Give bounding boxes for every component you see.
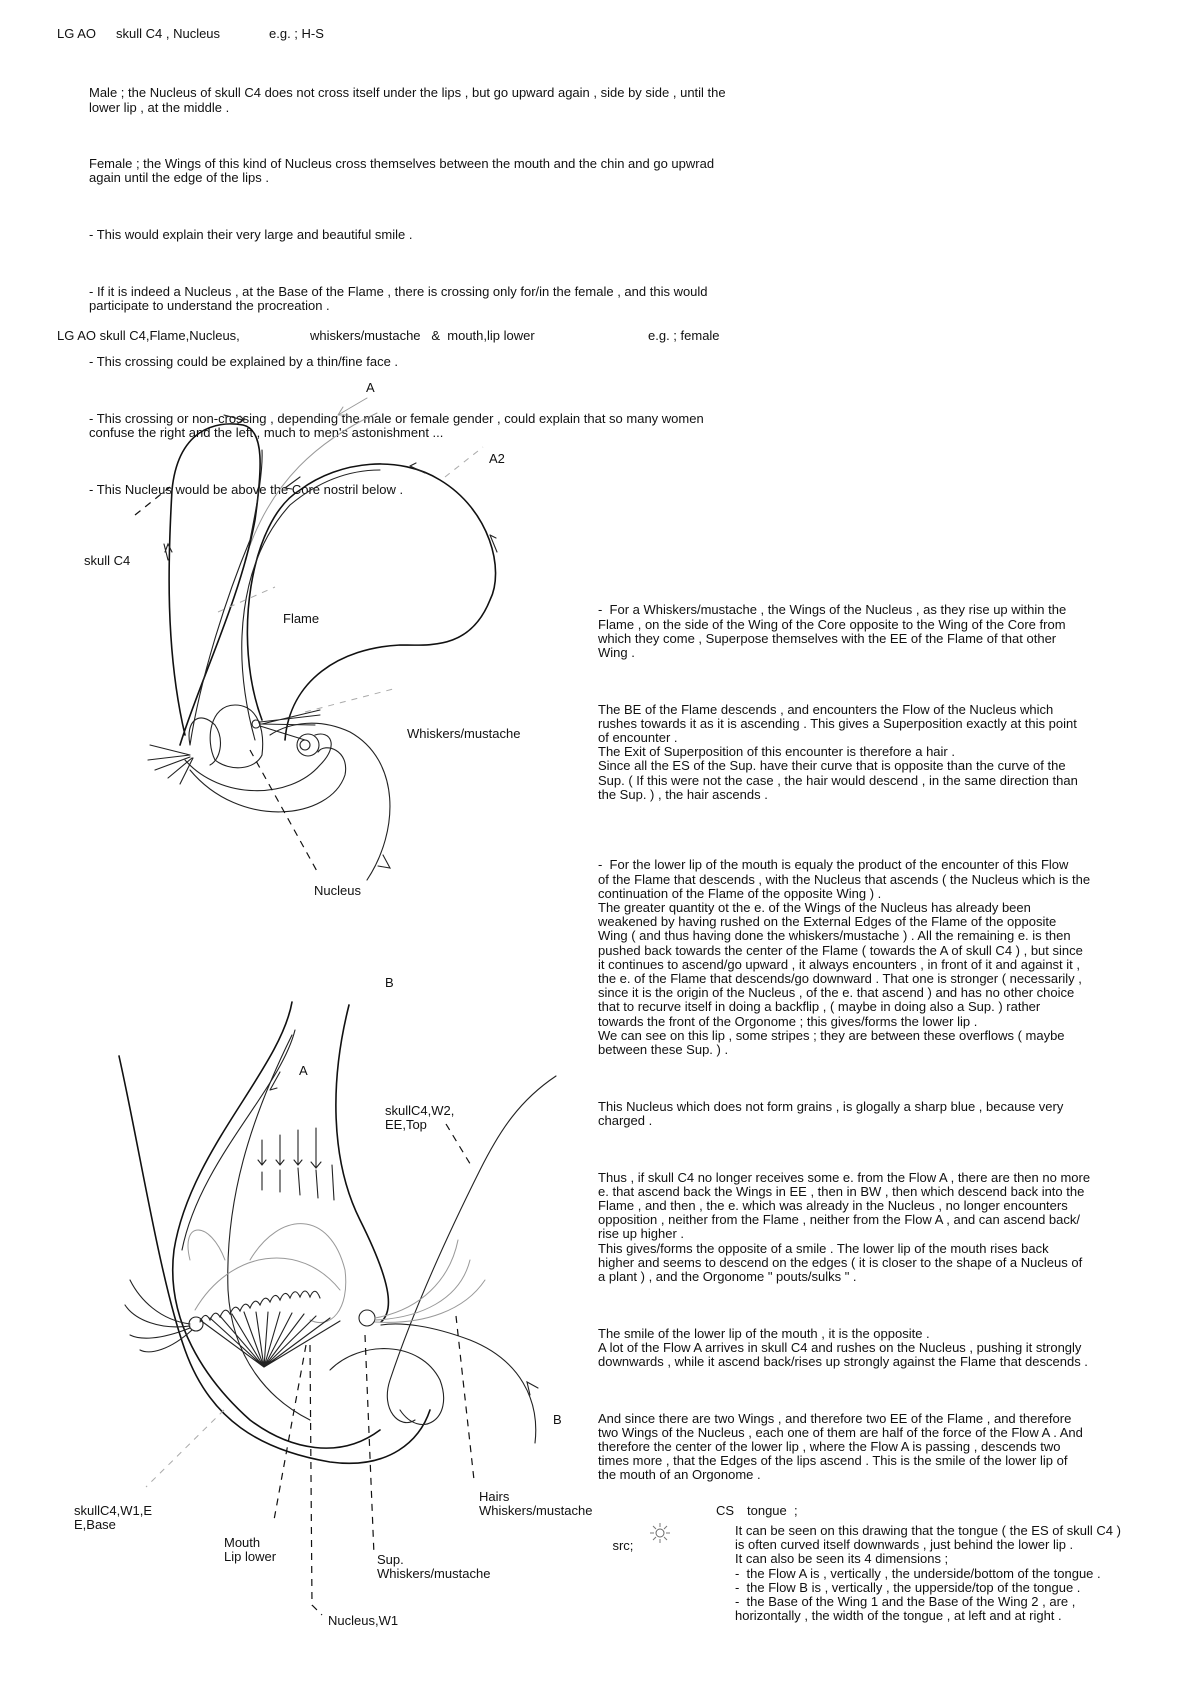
nucleus-w1-pointer xyxy=(309,1344,323,1616)
mouth-pointer xyxy=(273,1344,307,1521)
flow-arrows xyxy=(257,1071,335,1201)
w2-pointer xyxy=(445,1123,473,1168)
whiskers-pointer xyxy=(304,687,398,713)
header-topic: skull C4 , Nucleus xyxy=(116,26,221,41)
nucleus-pointer xyxy=(249,749,319,874)
paragraph-superposition: The BE of the Flame descends , and encou… xyxy=(598,701,1078,802)
sun-icon xyxy=(650,1522,670,1543)
header-topic: tongue ; xyxy=(747,1503,798,1518)
whiskers-right xyxy=(374,1239,486,1323)
nucleus-swirl xyxy=(251,719,261,729)
flow-a-arrow xyxy=(337,397,368,416)
label-mouth: Mouth Lip lower xyxy=(224,1535,277,1564)
label-w2: skullC4,W2, EE,Top xyxy=(385,1103,455,1132)
label-b: B xyxy=(553,1412,562,1427)
label-a: A xyxy=(366,380,375,395)
flow-b-curve xyxy=(380,1323,537,1444)
paragraph-male: Male ; the Nucleus of skull C4 does not … xyxy=(89,85,726,115)
nucleus-lobes xyxy=(187,1223,347,1323)
arrows-flow xyxy=(163,414,498,561)
header-example: e.g. ; female xyxy=(648,328,720,343)
swirl-right xyxy=(358,1309,376,1327)
hairs-left xyxy=(147,744,194,785)
section1-body: Male ; the Nucleus of skull C4 does not … xyxy=(89,58,726,525)
whiskers-left xyxy=(124,1279,193,1353)
label-b: B xyxy=(385,975,394,990)
drawing-mouth-lip xyxy=(118,1001,557,1616)
swirl-left xyxy=(188,1316,204,1332)
nucleus-lobe-left xyxy=(188,717,221,766)
label-nucleus: Nucleus xyxy=(314,883,361,898)
flame-loop xyxy=(246,463,497,741)
label-flame: Flame xyxy=(283,611,320,626)
a2-pointer xyxy=(444,446,484,478)
paragraph-nucleus-blue: This Nucleus which does not form grains … xyxy=(598,1098,1064,1128)
flame-right-side xyxy=(335,1004,390,1323)
whiskers xyxy=(259,709,321,741)
skull-c4-loop xyxy=(168,423,261,746)
lip-loop-right xyxy=(329,1348,445,1425)
drawing-flame-nucleus xyxy=(134,397,498,881)
outer-line-left xyxy=(118,1055,431,1465)
hairs-pointer xyxy=(455,1315,475,1481)
header-example: e.g. ; H-S xyxy=(269,26,324,41)
paragraph-procreation: - If it is indeed a Nucleus , at the Bas… xyxy=(89,283,708,313)
label-sup: Sup. Whiskers/mustache xyxy=(377,1552,491,1581)
sup-pointer xyxy=(364,1334,375,1556)
explanation-column: - For a Whiskers/mustache , the Wings of… xyxy=(598,575,1090,1559)
paragraph-smile: - This would explain their very large an… xyxy=(89,227,413,243)
paragraph-smile: The smile of the lower lip of the mouth … xyxy=(598,1325,1088,1369)
label-w1: skullC4,W1,E E,Base xyxy=(74,1503,153,1532)
src-label: src; xyxy=(612,1538,634,1554)
nucleus-lobe xyxy=(209,704,264,769)
skull-c4-pointer xyxy=(134,486,171,516)
whisker-swirl-outer xyxy=(296,733,320,757)
paragraph-lower-lip: - For the lower lip of the mouth is equa… xyxy=(598,857,1091,1058)
paragraph-pout: Thus , if skull C4 no longer receives so… xyxy=(598,1169,1091,1284)
tongue-body: It can be seen on this drawing that the … xyxy=(735,1523,1121,1624)
label-nucleus-w1: Nucleus,W1 xyxy=(328,1613,399,1628)
flow-b-line xyxy=(386,1075,557,1423)
flow-b-arrow xyxy=(526,1380,539,1396)
skull-c4-loop-inner xyxy=(189,449,263,746)
paragraph-two-wings: And since there are two Wings , and ther… xyxy=(598,1410,1083,1483)
flame-pointer xyxy=(217,586,276,613)
label-skull-c4: skull C4 xyxy=(84,553,131,568)
paragraph-thin-face: - This crossing could be explained by a … xyxy=(89,354,399,370)
flow-b-arrow xyxy=(377,854,392,869)
inner-line xyxy=(227,1034,311,1421)
flame-left-side-2 xyxy=(181,1029,296,1251)
flow-a-line xyxy=(244,412,378,561)
flame-inner xyxy=(241,469,381,741)
flow-b-curve xyxy=(269,722,391,881)
flame-left-side xyxy=(172,1001,381,1449)
paragraph-whiskers: - For a Whiskers/mustache , the Wings of… xyxy=(598,602,1067,661)
lip-fan xyxy=(199,1311,341,1368)
lip-curve-2 xyxy=(189,747,347,813)
lip-curve xyxy=(184,733,332,792)
label-a: A xyxy=(299,1063,308,1078)
whisker-swirl xyxy=(299,739,311,751)
label-a2: A2 xyxy=(489,451,505,466)
source-line: src; xyxy=(598,1522,1090,1553)
label-whiskers: Whiskers/mustache xyxy=(407,726,521,741)
header-prefix: LG AO xyxy=(57,26,97,41)
paragraph-female: Female ; the Wings of this kind of Nucle… xyxy=(89,156,715,186)
lip-scallops xyxy=(199,1290,321,1323)
header-topic: whiskers/mustache & mouth,lip lower xyxy=(310,328,535,343)
header-prefix: CS xyxy=(716,1503,735,1518)
label-hairs: Hairs Whiskers/mustache xyxy=(479,1489,593,1518)
header-prefix: LG AO skull C4,Flame,Nucleus, xyxy=(57,328,240,343)
w1-pointer xyxy=(145,1409,225,1488)
paragraph-core-nostril: - This Nucleus would be above the Core n… xyxy=(89,481,404,497)
